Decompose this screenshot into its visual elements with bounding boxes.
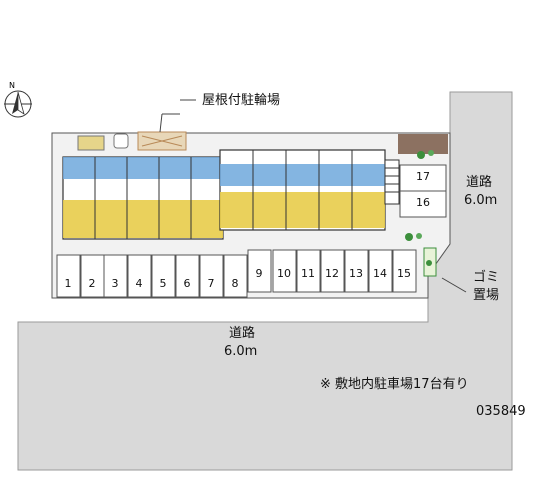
parking-slot-number: 14 (373, 267, 387, 280)
parking-slot-8 (223, 254, 248, 298)
meter-box (113, 133, 129, 149)
road-right-name: 道路 (466, 175, 493, 190)
road-bottom-width: 6.0m (224, 344, 258, 359)
parking-slot-15 (392, 249, 417, 293)
parking-slot-number: 4 (135, 277, 143, 290)
parking-slot-number: 7 (207, 277, 215, 290)
parking-slot-9 (247, 249, 272, 293)
parking-slot-number: 16 (416, 196, 430, 209)
parking-slot-12 (320, 249, 345, 293)
bike-shelter-label: 屋根付駐輪場 (202, 93, 281, 108)
parking-slot-5 (151, 254, 176, 298)
building-left (62, 156, 224, 240)
road-bottom-name: 道路 (229, 326, 256, 341)
parking-slot-10 (272, 249, 297, 293)
stairs (384, 159, 400, 205)
north-arrow-icon: N (4, 81, 32, 118)
parking-slot-4 (127, 254, 152, 298)
parking-slot-6 (175, 254, 200, 298)
parking-slot-number: 10 (277, 267, 291, 280)
parking-slot-number: 2 (88, 277, 96, 290)
tree-icon (405, 150, 434, 266)
svg-text:N: N (9, 81, 15, 90)
parking-block-bottom (56, 249, 417, 298)
parking-slot-14 (368, 249, 393, 293)
parking-slot-number: 1 (64, 277, 72, 290)
parking-slot-2 (80, 254, 105, 298)
parking-slot-1 (56, 254, 81, 298)
parking-slot-number: 15 (397, 267, 411, 280)
parking-slot-number: 13 (349, 267, 363, 280)
parking-slot-number: 17 (416, 170, 430, 183)
parking-note: ※ 敷地内駐車場17台有り (320, 377, 469, 392)
hatched-area (398, 134, 448, 154)
parking-slot-number: 12 (325, 267, 339, 280)
utility-box (77, 135, 105, 151)
parking-slot-number: 11 (301, 267, 315, 280)
road-right-width: 6.0m (464, 193, 498, 208)
parking-slot-number: 3 (111, 277, 119, 290)
parking-slot-number: 6 (183, 277, 191, 290)
garbage-label-line1: ゴミ (473, 270, 500, 285)
parking-slot-7 (199, 254, 224, 298)
parking-slot-number: 9 (255, 267, 263, 280)
parking-block-right (399, 164, 447, 218)
parking-slot-11 (296, 249, 321, 293)
parking-slot-3 (103, 254, 128, 298)
building-right (219, 149, 386, 231)
garbage-label-line2: 置場 (473, 288, 500, 303)
parking-slot-number: 5 (159, 277, 167, 290)
property-id: 035849 (476, 404, 526, 419)
parking-slot-number: 8 (231, 277, 239, 290)
parking-slot-13 (344, 249, 369, 293)
